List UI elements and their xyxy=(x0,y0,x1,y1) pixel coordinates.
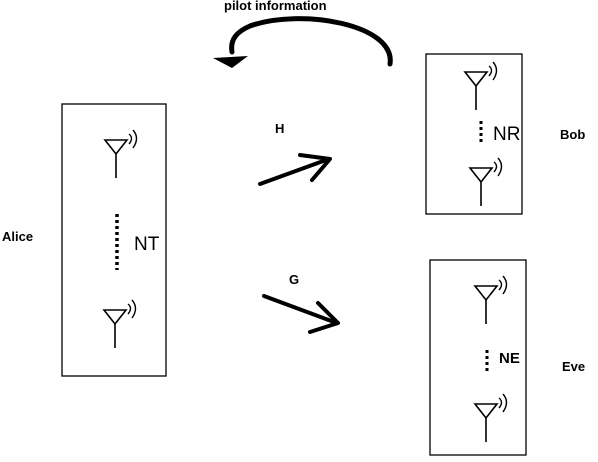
bob-antenna-top-icon xyxy=(464,61,498,111)
eve-antenna-count: NE xyxy=(499,350,520,367)
h-channel-label: H xyxy=(275,121,285,136)
g-channel-label: G xyxy=(289,272,300,287)
alice-label: Alice xyxy=(2,229,34,244)
eve-label: Eve xyxy=(562,359,586,374)
pilot-information-label: pilot information xyxy=(224,0,327,13)
g-arrow-icon xyxy=(262,294,340,334)
alice-antenna-bottom-icon xyxy=(103,299,137,349)
bob-label: Bob xyxy=(560,127,586,142)
eve-antenna-top-icon xyxy=(474,275,508,325)
alice-antenna-top-icon xyxy=(104,129,138,179)
alice-box xyxy=(61,103,167,377)
alice-antenna-count: NT xyxy=(134,234,160,255)
eve-box xyxy=(429,259,527,456)
bob-antenna-bottom-icon xyxy=(469,157,503,207)
bob-antenna-count: NR xyxy=(493,124,521,145)
bob-box xyxy=(425,53,523,215)
h-arrow-icon xyxy=(258,153,332,186)
eve-antenna-bottom-icon xyxy=(474,393,508,443)
feedback-arrow-icon xyxy=(213,16,393,68)
